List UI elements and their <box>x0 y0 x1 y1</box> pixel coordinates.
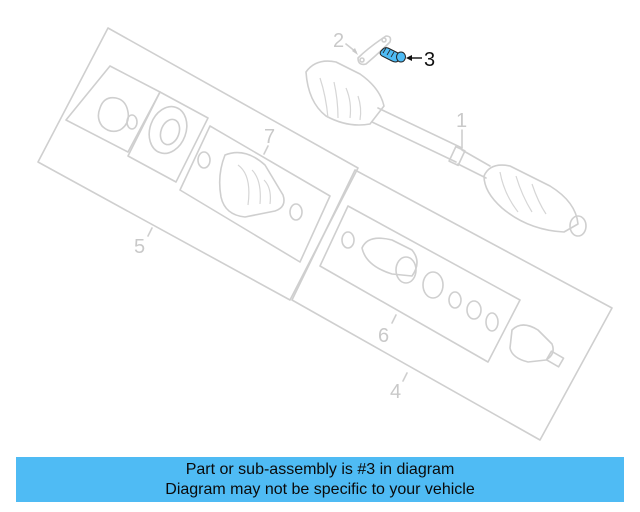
callout-5: 5 <box>134 236 145 258</box>
kit-box-5 <box>37 27 359 301</box>
callout-6: 6 <box>378 325 389 347</box>
kit-box-4 <box>291 169 613 441</box>
banner-line-part-number: Part or sub-assembly is #3 in diagram <box>185 461 455 478</box>
callout-1: 1 <box>456 110 467 132</box>
callout-4: 4 <box>390 381 401 403</box>
callout-2: 2 <box>333 30 344 52</box>
info-banner: Part or sub-assembly is #3 in diagram Di… <box>16 457 624 502</box>
callout-3: 3 <box>424 49 435 71</box>
callout-7: 7 <box>264 126 275 148</box>
axle-shaft <box>305 60 587 237</box>
bracket-part-2 <box>357 35 392 66</box>
banner-line-disclaimer: Diagram may not be specific to your vehi… <box>165 481 475 498</box>
bolt-part-3[interactable] <box>379 47 406 63</box>
